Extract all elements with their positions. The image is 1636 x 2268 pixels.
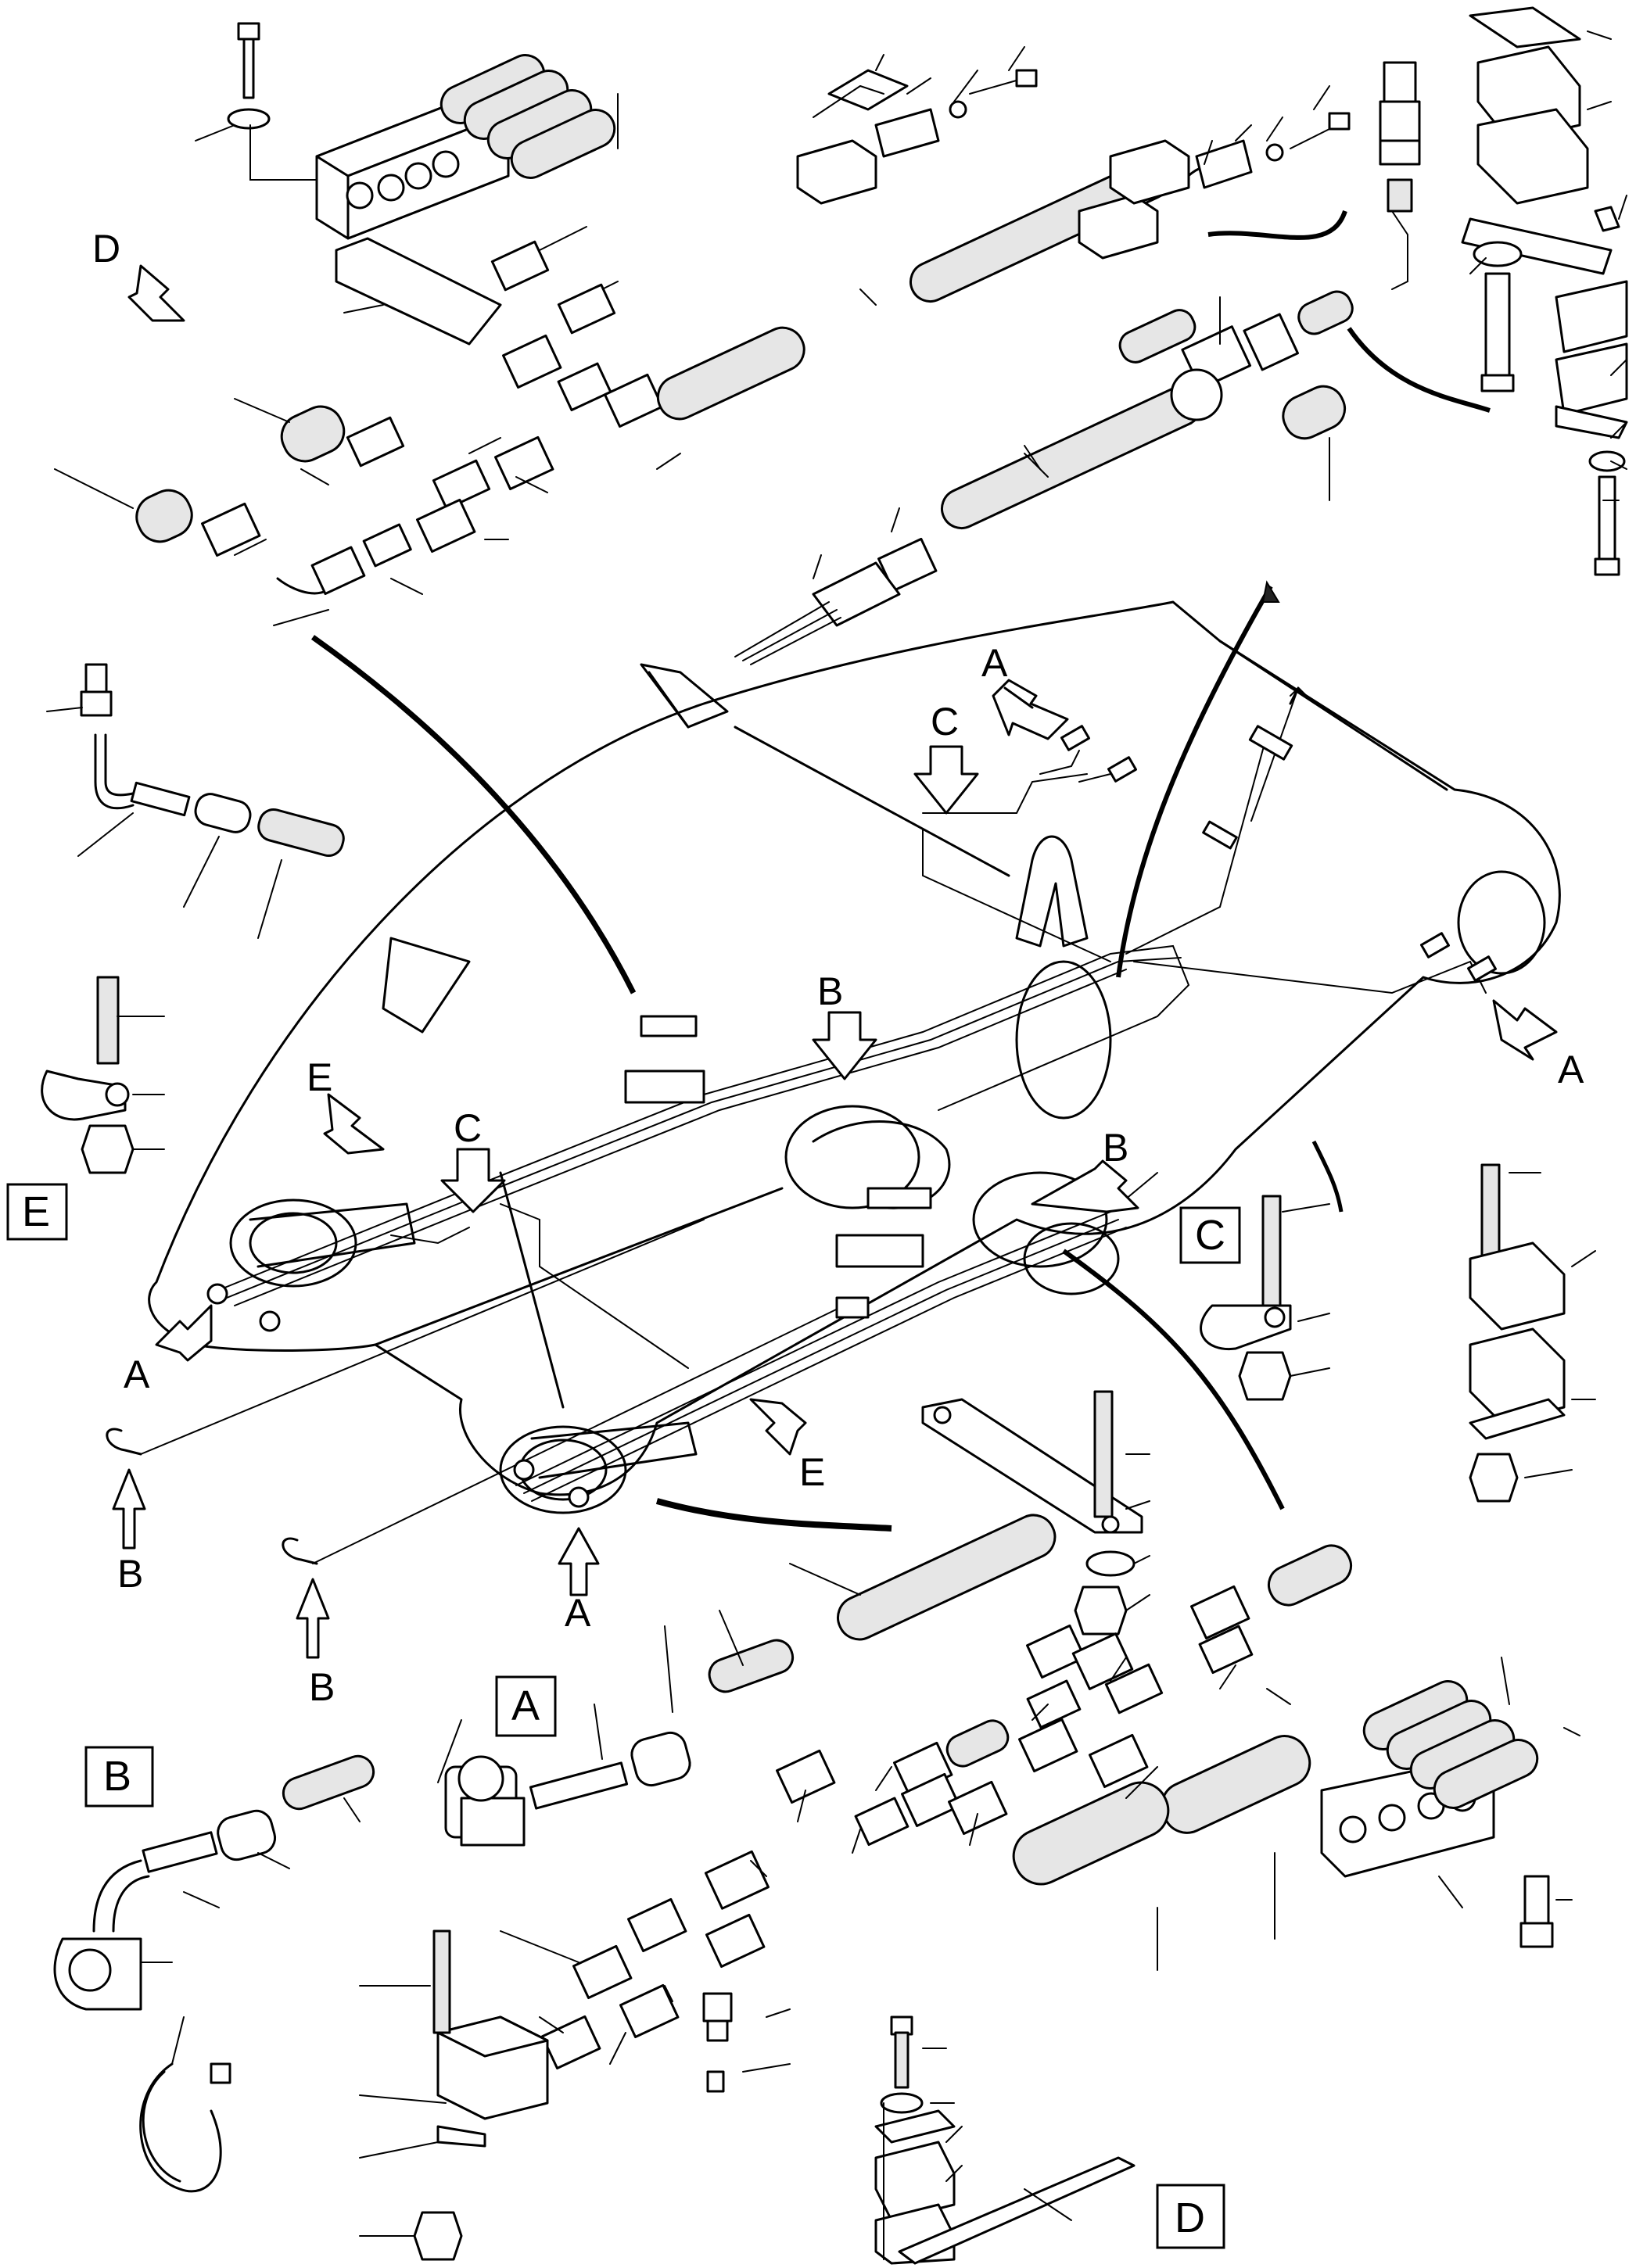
detail-box-e bbox=[6, 1183, 68, 1241]
callout-b: B bbox=[1103, 1126, 1128, 1170]
arrow-c-left bbox=[440, 1148, 506, 1213]
callout-a: A bbox=[565, 1591, 591, 1635]
arrow-b-right bbox=[1031, 1159, 1139, 1213]
top-center-pipe-assembly bbox=[734, 61, 1421, 665]
direction-arrows bbox=[112, 264, 1558, 1659]
callout-b: B bbox=[817, 969, 843, 1013]
callout-e: E bbox=[307, 1055, 332, 1099]
arrow-a-topleft bbox=[1003, 686, 1034, 709]
detail-box-a-label: A bbox=[511, 1682, 540, 1729]
top-right-clamp-stack bbox=[1461, 6, 1628, 576]
bottom-fittings-chain bbox=[359, 1544, 1580, 2261]
arrow-e-right bbox=[749, 1398, 807, 1456]
left-hose-end-detail bbox=[41, 663, 345, 1174]
detail-box-labels: E C A B D bbox=[6, 1183, 1241, 2249]
top-clamps bbox=[796, 46, 1351, 260]
bottom-plate-assembly bbox=[789, 1390, 1150, 1641]
detail-box-c bbox=[1179, 1206, 1241, 1264]
arrow-a-left bbox=[155, 1304, 213, 1362]
detail-a-fitting bbox=[437, 1610, 795, 1847]
detail-box-b-label: B bbox=[103, 1753, 131, 1800]
arrow-a-bottom bbox=[558, 1527, 600, 1596]
arrow-b-mid bbox=[812, 1011, 877, 1080]
far-right-clamp-stack bbox=[1469, 1163, 1596, 1503]
callout-e: E bbox=[799, 1450, 825, 1494]
callout-c: C bbox=[931, 700, 959, 743]
detail-box-e-label: E bbox=[22, 1188, 50, 1235]
arrow-a-right bbox=[1492, 999, 1558, 1061]
callout-b: B bbox=[117, 1552, 143, 1596]
callout-a: A bbox=[981, 641, 1008, 685]
arrow-c-top bbox=[913, 745, 979, 815]
detail-box-d bbox=[1156, 2184, 1225, 2249]
right-detail-c-clamp bbox=[1200, 1195, 1330, 1401]
callout-labels: D A C B B A E C A E B B A bbox=[92, 227, 1584, 1709]
callout-d: D bbox=[92, 227, 120, 271]
detail-box-c-label: C bbox=[1195, 1212, 1225, 1259]
callout-a: A bbox=[124, 1353, 150, 1396]
detail-b-fitting bbox=[53, 1754, 375, 2193]
detail-box-a bbox=[495, 1675, 557, 1737]
arrow-a-top bbox=[992, 679, 1069, 740]
detail-d-clamp bbox=[874, 2015, 1136, 2265]
detail-box-b bbox=[84, 1746, 154, 1808]
detail-box-d-label: D bbox=[1175, 2195, 1205, 2241]
leader-curves bbox=[310, 210, 1491, 1532]
arrow-b-left bbox=[112, 1468, 146, 1550]
callout-c: C bbox=[454, 1106, 482, 1150]
arrow-e-left bbox=[323, 1093, 385, 1155]
arrow-d-1 bbox=[127, 264, 185, 322]
boom-pipelines bbox=[106, 686, 1497, 1565]
arrow-b-bottom bbox=[296, 1578, 330, 1659]
top-left-fittings bbox=[54, 240, 805, 626]
callout-b: B bbox=[309, 1665, 335, 1709]
callout-a: A bbox=[1558, 1048, 1584, 1091]
top-left-valve-block bbox=[195, 22, 619, 346]
